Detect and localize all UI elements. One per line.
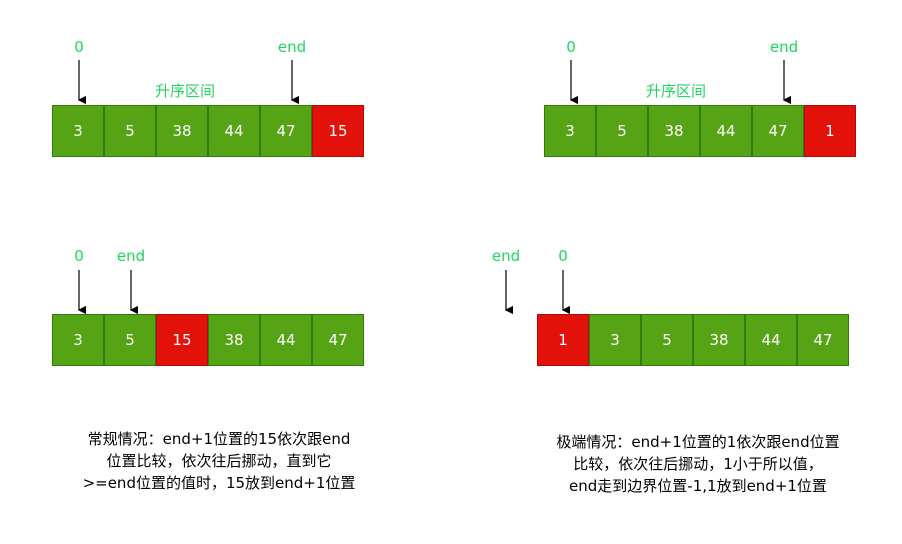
array-cell: 5 [641, 314, 693, 366]
array-row: 3 5 15 38 44 47 [52, 314, 364, 366]
caption-line: 比较，依次往后挪动，1小于所以值， [573, 455, 823, 473]
array-cell: 3 [589, 314, 641, 366]
caption-line: 位置比较，依次往后挪动，直到它 [106, 452, 332, 470]
array-cell: 47 [312, 314, 364, 366]
caption-extreme-case: 极端情况：end+1位置的1依次跟end位置 比较，依次往后挪动，1小于所以值，… [556, 431, 839, 497]
array-cell-highlighted: 15 [312, 105, 364, 157]
array-cell: 38 [648, 105, 700, 157]
array-cell: 38 [208, 314, 260, 366]
array-cell: 47 [260, 105, 312, 157]
index-end-label: end [116, 247, 146, 265]
index-end-label: end [491, 247, 521, 265]
index-start-label: 0 [566, 38, 576, 56]
array-cell: 38 [156, 105, 208, 157]
array-cell: 3 [544, 105, 596, 157]
array-cell-highlighted: 1 [537, 314, 589, 366]
index-start-label: 0 [558, 247, 568, 265]
array-cell: 5 [104, 105, 156, 157]
array-cell: 5 [104, 314, 156, 366]
caption-line: 常规情况：end+1位置的15依次跟end [87, 430, 351, 448]
array-cell: 38 [693, 314, 745, 366]
array-row: 1 3 5 38 44 47 [537, 314, 849, 366]
start-arrow [569, 60, 578, 104]
start-arrow [561, 270, 570, 314]
index-start-label: 0 [74, 38, 84, 56]
array-cell-highlighted: 1 [804, 105, 856, 157]
array-cell: 3 [52, 314, 104, 366]
end-arrow [782, 60, 791, 104]
array-cell: 44 [745, 314, 797, 366]
ascending-region-label: 升序区间 [154, 82, 216, 100]
array-cell: 3 [52, 105, 104, 157]
index-end-label: end [277, 38, 307, 56]
caption-normal-case: 常规情况：end+1位置的15依次跟end 位置比较，依次往后挪动，直到它 >=… [83, 428, 356, 494]
index-end-label: end [769, 38, 799, 56]
start-arrow [77, 270, 86, 314]
array-cell: 44 [208, 105, 260, 157]
index-start-label: 0 [74, 247, 84, 265]
end-arrow [504, 270, 513, 314]
array-cell: 47 [797, 314, 849, 366]
array-cell: 44 [700, 105, 752, 157]
array-cell-highlighted: 15 [156, 314, 208, 366]
end-arrow [129, 270, 138, 314]
caption-line: end走到边界位置-1,1放到end+1位置 [569, 477, 827, 495]
array-row: 3 5 38 44 47 15 [52, 105, 364, 157]
array-cell: 47 [752, 105, 804, 157]
caption-line: >=end位置的值时，15放到end+1位置 [82, 474, 356, 492]
array-cell: 5 [596, 105, 648, 157]
start-arrow [77, 60, 86, 104]
end-arrow [290, 60, 299, 104]
array-row: 3 5 38 44 47 1 [544, 105, 856, 157]
caption-line: 极端情况：end+1位置的1依次跟end位置 [556, 433, 840, 451]
ascending-region-label: 升序区间 [645, 82, 707, 100]
array-cell: 44 [260, 314, 312, 366]
